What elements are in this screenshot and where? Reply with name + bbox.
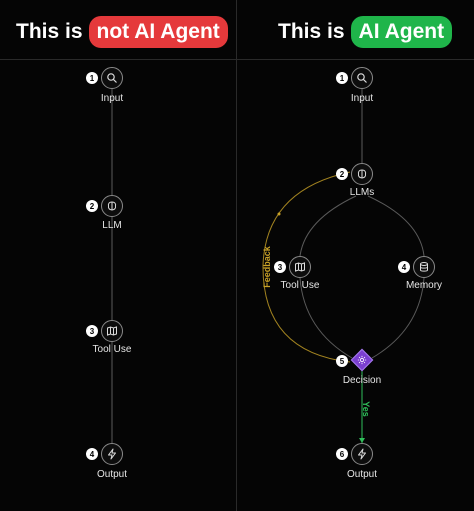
right-llms-label: LLMs bbox=[349, 187, 375, 198]
left-tooluse-label: Tool Use bbox=[92, 344, 132, 355]
left-heading: This is not AI Agent bbox=[16, 14, 228, 50]
map-icon bbox=[107, 326, 117, 336]
right-output-node bbox=[351, 443, 373, 465]
right-input-label: Input bbox=[350, 93, 374, 104]
right-heading-prefix: This is bbox=[278, 20, 345, 43]
feedback-label: Feedback bbox=[261, 246, 272, 288]
panel-divider bbox=[236, 0, 237, 511]
left-step-badge-3: 3 bbox=[86, 325, 98, 337]
right-decision-label: Decision bbox=[342, 375, 382, 386]
left-step-badge-4: 4 bbox=[86, 448, 98, 460]
brain-icon bbox=[357, 169, 367, 179]
right-llms-node bbox=[351, 163, 373, 185]
gear-icon bbox=[357, 355, 367, 365]
brain-icon bbox=[107, 201, 117, 211]
right-tooluse-label: Tool Use bbox=[280, 280, 320, 291]
left-heading-prefix: This is bbox=[16, 20, 83, 43]
right-tooluse-node bbox=[289, 256, 311, 278]
right-step-badge-3: 3 bbox=[274, 261, 286, 273]
edge-llms-memory bbox=[367, 195, 425, 257]
left-output-node bbox=[101, 443, 123, 465]
right-memory-label: Memory bbox=[405, 280, 443, 291]
decision-gear-wrap bbox=[356, 354, 368, 366]
search-icon bbox=[107, 73, 117, 83]
right-step-badge-5: 5 bbox=[336, 355, 348, 367]
left-output-label: Output bbox=[96, 469, 128, 480]
feedback-dot bbox=[277, 212, 281, 216]
database-icon bbox=[420, 262, 428, 272]
not-ai-agent-pill: not AI Agent bbox=[88, 16, 228, 48]
right-step-badge-1: 1 bbox=[336, 72, 348, 84]
lightning-icon bbox=[108, 448, 116, 460]
left-input-node bbox=[101, 67, 123, 89]
right-input-node bbox=[351, 67, 373, 89]
arrow-head bbox=[359, 438, 365, 443]
header-divider bbox=[0, 59, 474, 60]
right-output-label: Output bbox=[346, 469, 378, 480]
ai-agent-pill: AI Agent bbox=[350, 16, 453, 48]
search-icon bbox=[357, 73, 367, 83]
left-tooluse-node bbox=[101, 320, 123, 342]
right-heading: This is AI Agent bbox=[278, 14, 453, 50]
edge-memory-decision bbox=[371, 277, 425, 359]
right-step-badge-2: 2 bbox=[336, 168, 348, 180]
edge-tooluse-decision bbox=[299, 277, 353, 359]
yes-label: Yes bbox=[360, 401, 371, 417]
left-step-badge-1: 1 bbox=[86, 72, 98, 84]
map-icon bbox=[295, 262, 305, 272]
right-step-badge-4: 4 bbox=[398, 261, 410, 273]
edge-feedback-loop bbox=[262, 171, 351, 363]
lightning-icon bbox=[358, 448, 366, 460]
right-memory-node bbox=[413, 256, 435, 278]
left-llm-node bbox=[101, 195, 123, 217]
right-step-badge-6: 6 bbox=[336, 448, 348, 460]
left-llm-label: LLM bbox=[102, 220, 122, 231]
edge-llms-tooluse bbox=[299, 195, 357, 257]
left-input-label: Input bbox=[100, 93, 124, 104]
left-step-badge-2: 2 bbox=[86, 200, 98, 212]
